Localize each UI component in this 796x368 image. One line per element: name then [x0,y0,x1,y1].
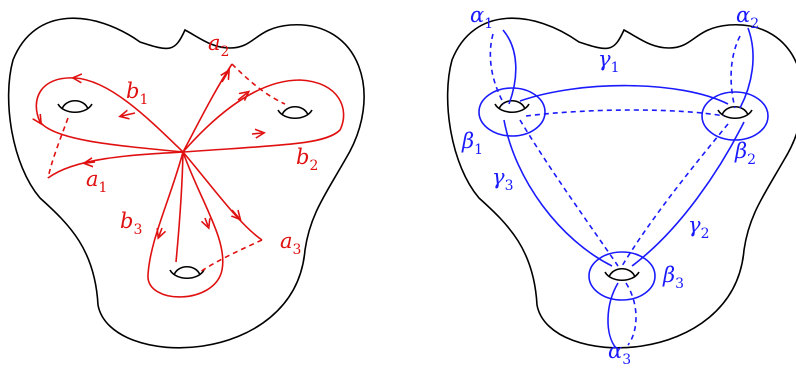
left-surface: a1 a2 a3 b1 b2 b3 [7,17,365,349]
label-gamma3: γ3 [492,165,513,194]
curve-alpha3 [607,282,619,349]
label-beta2: β2 [734,139,756,168]
curve-alpha1-dashed [489,33,505,105]
label-beta1: β1 [461,129,483,158]
label-a1: a1 [86,167,107,196]
curve-a1 [47,151,184,179]
curve-gamma1 [519,84,729,105]
curve-a3-arrow [232,209,239,218]
curve-b2-arrow-a [237,93,247,100]
left-surface-outline [7,17,365,349]
curve-gamma2 [631,121,745,267]
curve-beta2 [701,91,769,141]
curve-a1-arrow [86,162,96,163]
label-gamma2: γ2 [688,213,709,242]
right-hole-2 [717,105,753,120]
label-alpha3: α3 [608,339,631,368]
curve-b3-arrow-b [205,217,208,226]
curve-gamma3-dashed [519,119,619,267]
left-red-curves [36,63,345,298]
label-alpha1: α1 [470,3,493,32]
curve-alpha2 [739,27,754,109]
right-hole-3 [604,267,640,282]
label-alpha2: α2 [736,3,759,32]
curve-beta3 [588,251,656,301]
curve-gamma3 [503,119,613,267]
label-a3: a3 [280,229,301,258]
curve-a3 [182,151,263,241]
right-labels: α1 α2 α3 β1 β2 β3 γ1 γ2 [461,3,759,368]
curve-b1 [36,78,184,153]
curve-a1-dashed [47,117,69,179]
left-labels: a1 a2 a3 b1 b2 b3 [86,31,318,258]
curve-b2-arrow-b [251,133,262,134]
right-blue-curves [478,27,769,349]
label-a2: a2 [208,31,229,60]
left-hole-2 [277,105,313,120]
label-gamma1: γ1 [598,47,619,76]
curve-alpha3-dashed [625,282,637,346]
right-hole-1 [494,99,530,114]
label-beta3: β3 [662,263,684,292]
label-b3: b3 [120,209,142,238]
curve-b3-arrow-a [159,227,162,236]
curve-b3 [147,151,224,298]
curve-a3-dashed [199,239,263,273]
curve-b2 [182,79,345,153]
curve-a2-arrow [222,72,228,83]
right-surface-outline [446,17,796,349]
curve-gamma2-dashed [621,123,729,267]
right-surface: α1 α2 α3 β1 β2 β3 γ1 γ2 [446,3,796,368]
label-b2: b2 [296,145,318,174]
label-b1: b1 [126,79,148,108]
curve-gamma1-dashed [525,109,725,117]
curve-alpha2-dashed [730,35,741,109]
curve-alpha1 [502,29,517,105]
curve-b1-arrow [122,113,136,116]
curve-b3-inner [175,151,184,263]
left-hole-3 [169,265,205,280]
curve-beta1 [478,87,546,137]
left-hole-1 [57,99,93,114]
